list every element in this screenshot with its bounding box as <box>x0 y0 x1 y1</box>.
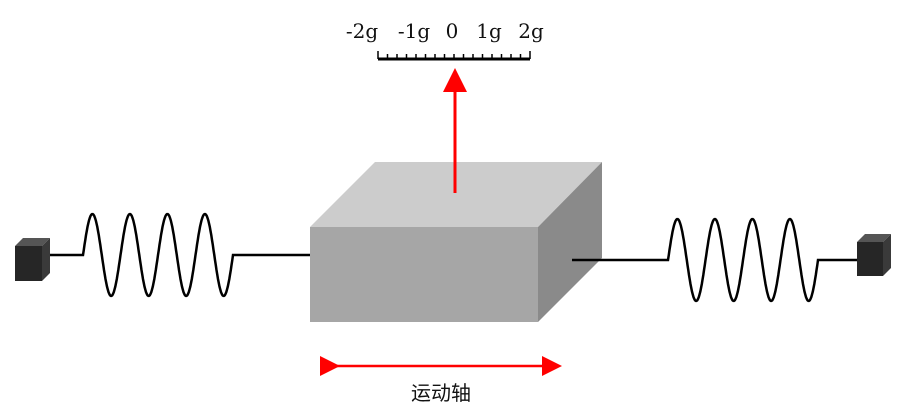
acceleration-scale <box>377 51 531 61</box>
scale-label: 0 <box>446 19 459 43</box>
motion-axis-label: 运动轴 <box>411 381 471 405</box>
right-anchor-cube <box>857 234 891 276</box>
scale-label: 1g <box>476 19 502 43</box>
scale-label: 2g <box>518 19 544 43</box>
proof-mass-box <box>310 162 602 322</box>
scale-labels: -2g -1g 0 1g 2g <box>346 19 544 43</box>
scale-label: -1g <box>398 19 430 43</box>
right-spring <box>572 217 857 303</box>
left-spring <box>50 212 310 298</box>
scale-label: -2g <box>346 19 378 43</box>
left-anchor-cube <box>15 238 50 281</box>
